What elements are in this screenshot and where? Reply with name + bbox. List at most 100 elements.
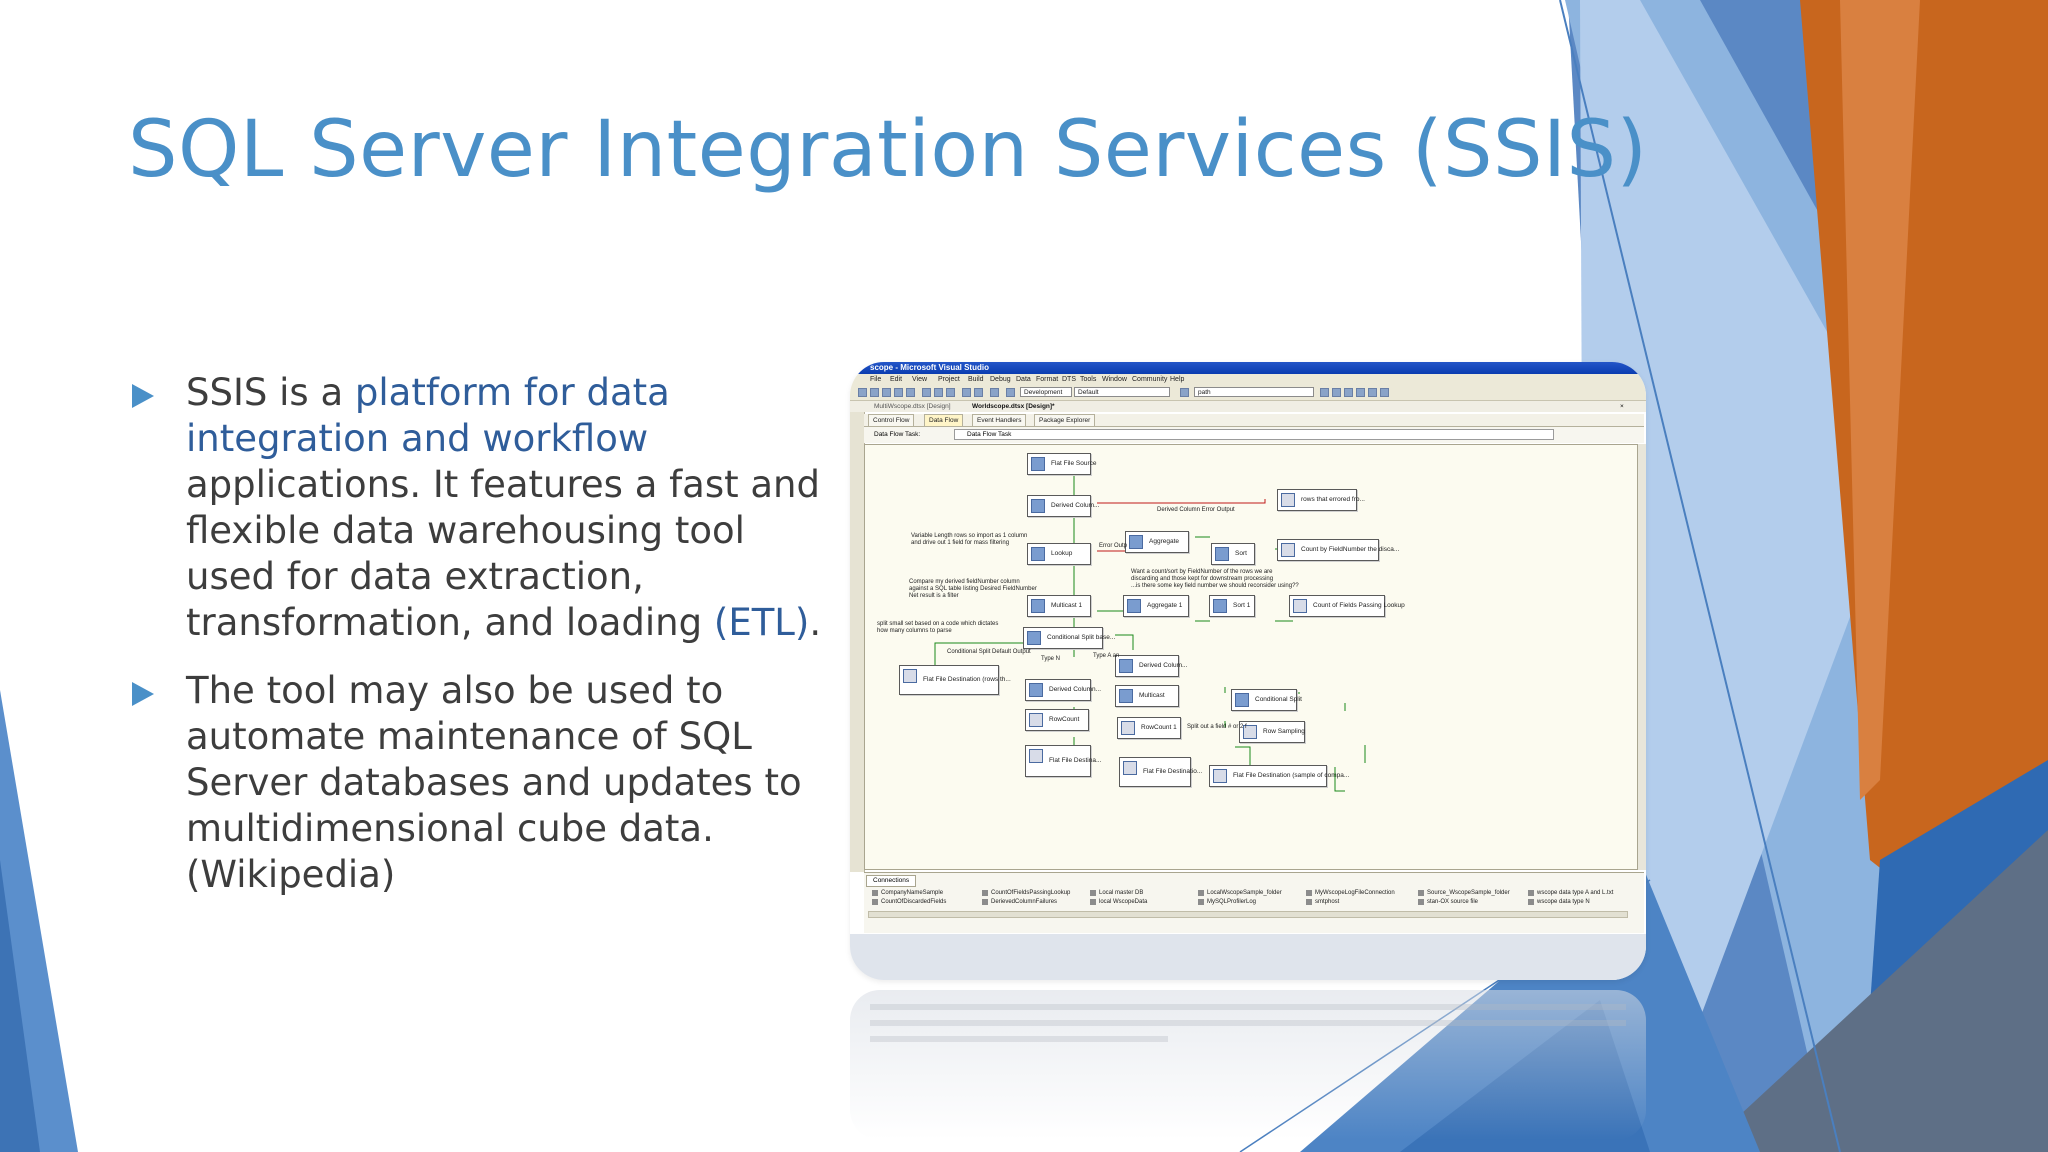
- flow-node[interactable]: Count of Fields Passing Lookup: [1289, 595, 1405, 617]
- menu-item[interactable]: Data: [1016, 376, 1031, 383]
- flow-annotation: Type A an: [1093, 653, 1120, 659]
- task-select[interactable]: Data Flow Task: [954, 429, 1554, 440]
- flow-node[interactable]: Flat File Destina...: [1025, 745, 1101, 777]
- properties-icon[interactable]: [1320, 388, 1329, 397]
- connection-item[interactable]: MySQLProfilerLog: [1198, 898, 1256, 906]
- toolbox-icon[interactable]: [1344, 388, 1353, 397]
- new-project-icon[interactable]: [858, 388, 867, 397]
- flat-file-destination-icon: [1281, 493, 1295, 507]
- flow-node[interactable]: Conditional Split base...: [1023, 627, 1115, 649]
- menu-item[interactable]: View: [912, 376, 928, 383]
- menu-item[interactable]: File: [870, 376, 882, 383]
- menu-item[interactable]: DTS: [1062, 376, 1076, 383]
- multicast-icon: [1031, 599, 1045, 613]
- paste-icon[interactable]: [946, 388, 955, 397]
- options-icon[interactable]: [1380, 388, 1389, 397]
- flow-node[interactable]: Derived Colum...: [1115, 655, 1187, 677]
- close-doc-icon[interactable]: ×: [1620, 403, 1624, 410]
- conditional-split-icon: [1027, 631, 1041, 645]
- flow-node[interactable]: Flat File Destination (rows th...: [899, 665, 1011, 695]
- flow-node[interactable]: Derived Column...: [1025, 679, 1101, 701]
- save-all-icon[interactable]: [906, 388, 915, 397]
- connection-item[interactable]: CountOfFieldsPassingLookup: [982, 889, 1070, 897]
- data-flow-canvas[interactable]: Flat File Source Derived Colum... rows t…: [864, 444, 1638, 870]
- connection-item[interactable]: CountOfDiscardedFields: [872, 898, 946, 906]
- save-icon[interactable]: [894, 388, 903, 397]
- menu-item[interactable]: Project: [938, 376, 960, 383]
- flow-node[interactable]: Flat File Destinatio...: [1119, 757, 1202, 787]
- connection-item[interactable]: MyWscopeLogFileConnection: [1306, 889, 1395, 897]
- connection-item[interactable]: DerievedColumnFailures: [982, 898, 1057, 906]
- toolbox-side-panel[interactable]: [850, 412, 865, 872]
- flow-annotation: Conditional Split Default Output: [947, 649, 1031, 655]
- connection-item[interactable]: wscope data type A and L.txt: [1528, 889, 1613, 897]
- doc-tab[interactable]: MultiWscope.dtsx [Design]: [874, 403, 951, 410]
- menu-item[interactable]: Build: [968, 376, 984, 383]
- connection-item[interactable]: smtphost: [1306, 898, 1339, 906]
- reflection-line: [870, 1020, 1626, 1026]
- flow-node[interactable]: rows that errored fro...: [1277, 489, 1365, 511]
- menu-item[interactable]: Format: [1036, 376, 1059, 383]
- navigate-icon[interactable]: [990, 388, 999, 397]
- add-item-icon[interactable]: [870, 388, 879, 397]
- connection-item[interactable]: Source_WscopeSample_folder: [1418, 889, 1510, 897]
- platform-select[interactable]: Default: [1074, 387, 1170, 397]
- menu-item[interactable]: Debug: [990, 376, 1011, 383]
- flow-node[interactable]: RowCount: [1025, 709, 1089, 731]
- tab-event-handlers[interactable]: Event Handlers: [972, 414, 1027, 426]
- tab-package-explorer[interactable]: Package Explorer: [1034, 414, 1096, 426]
- flow-annotation: Derived Column Error Output: [1157, 507, 1235, 513]
- flow-node[interactable]: RowCount 1: [1117, 717, 1181, 739]
- doc-tab-active[interactable]: Worldscope.dtsx [Design]*: [972, 403, 1055, 410]
- open-icon[interactable]: [882, 388, 891, 397]
- connection-item[interactable]: Local master DB: [1090, 889, 1143, 897]
- connection-item[interactable]: stan-OX source file: [1418, 898, 1478, 906]
- find-input[interactable]: path: [1194, 387, 1314, 397]
- flow-node[interactable]: Row Sampling: [1239, 721, 1305, 743]
- menu-item[interactable]: Help: [1170, 376, 1185, 383]
- connection-item[interactable]: wscope data type N: [1528, 898, 1590, 906]
- cut-icon[interactable]: [922, 388, 931, 397]
- flow-node[interactable]: Sort 1: [1209, 595, 1255, 617]
- start-icon[interactable]: [1006, 388, 1015, 397]
- derived-column-icon: [1029, 683, 1043, 697]
- sort-icon: [1215, 547, 1229, 561]
- bullet-text: .: [809, 601, 822, 644]
- class-view-icon[interactable]: [1368, 388, 1377, 397]
- connection-item[interactable]: LocalWscopeSample_folder: [1198, 889, 1282, 897]
- solution-explorer-icon[interactable]: [1332, 388, 1341, 397]
- undo-icon[interactable]: [962, 388, 971, 397]
- flow-node[interactable]: Derived Colum...: [1027, 495, 1099, 517]
- flow-node[interactable]: Count by FieldNumber the disca...: [1277, 539, 1399, 561]
- flow-node[interactable]: Sort: [1211, 543, 1255, 565]
- connection-item[interactable]: local WscopeData: [1090, 898, 1147, 906]
- tab-control-flow[interactable]: Control Flow: [868, 414, 915, 426]
- menu-item[interactable]: Tools: [1080, 376, 1097, 383]
- window-title: scope - Microsoft Visual Studio: [850, 362, 1646, 374]
- connections-tab[interactable]: Connections: [866, 875, 917, 887]
- find-icon[interactable]: [1180, 388, 1189, 397]
- menu-item[interactable]: Window: [1102, 376, 1127, 383]
- flow-node[interactable]: Lookup: [1027, 543, 1091, 565]
- toolbar: Development Default path: [850, 385, 1646, 401]
- canvas-scrollbar[interactable]: [1638, 444, 1646, 870]
- flow-node[interactable]: Flat File Source: [1027, 453, 1097, 475]
- tab-data-flow[interactable]: Data Flow: [924, 414, 964, 426]
- connection-item[interactable]: CompanyNameSample: [872, 889, 943, 897]
- flow-node[interactable]: Multicast 1: [1027, 595, 1091, 617]
- menu-item[interactable]: Community: [1132, 376, 1168, 383]
- menu-item[interactable]: Edit: [890, 376, 903, 383]
- flow-annotation: Type N: [1041, 656, 1061, 662]
- flow-node[interactable]: Conditional Split: [1231, 689, 1302, 711]
- row-count-icon: [1029, 713, 1043, 727]
- redo-icon[interactable]: [974, 388, 983, 397]
- copy-icon[interactable]: [934, 388, 943, 397]
- flow-node[interactable]: Flat File Destination (sample of compa..…: [1209, 765, 1349, 787]
- row-sampling-icon: [1243, 725, 1257, 739]
- connections-scrollbar[interactable]: [868, 911, 1628, 918]
- flow-node[interactable]: Aggregate: [1125, 531, 1189, 553]
- config-select[interactable]: Development: [1020, 387, 1072, 397]
- flow-node[interactable]: Aggregate 1: [1123, 595, 1189, 617]
- flow-node[interactable]: Multicast: [1115, 685, 1179, 707]
- object-browser-icon[interactable]: [1356, 388, 1365, 397]
